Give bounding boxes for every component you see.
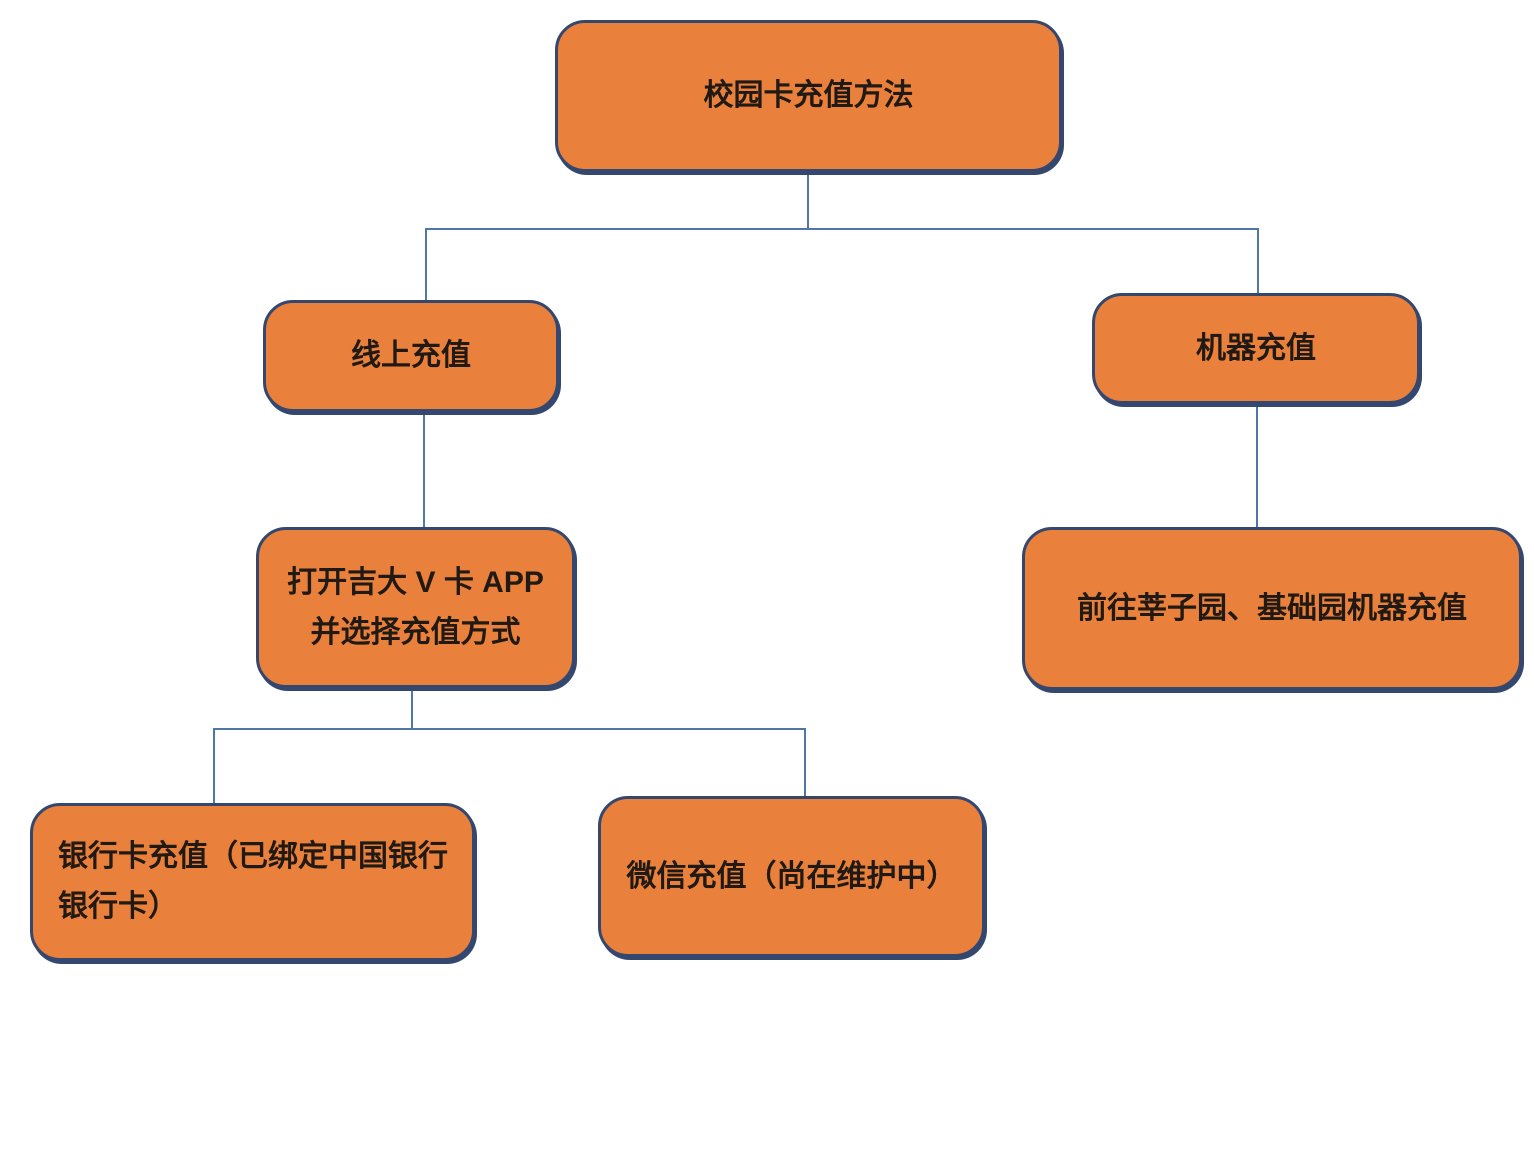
node-label: 打开吉大 V 卡 APP	[287, 565, 544, 599]
connector-to-wechat	[804, 728, 806, 796]
node-label: 线上充值	[351, 339, 471, 372]
node-machine-recharge: 机器充值	[1092, 293, 1420, 404]
connector-root-down	[807, 172, 809, 230]
node-label: 并选择充值方式	[310, 615, 521, 649]
connector-top-horizontal	[425, 228, 1259, 230]
node-wechat-recharge: 微信充值（尚在维护中）	[598, 796, 985, 957]
node-label: 银行卡）	[58, 890, 178, 923]
node-label: 银行卡充值（已绑定中国银行	[58, 840, 448, 873]
node-bank-card-recharge: 银行卡充值（已绑定中国银行 银行卡）	[30, 803, 475, 961]
node-campus-card-recharge-methods: 校园卡充值方法	[555, 20, 1062, 172]
node-machine-recharge-locations: 前往莘子园、基础园机器充值	[1022, 527, 1522, 690]
node-label: 微信充值（尚在维护中）	[626, 859, 957, 893]
connector-to-bank	[213, 728, 215, 803]
connector-machine-to-location	[1256, 404, 1258, 527]
connector-to-machine	[1257, 228, 1259, 293]
node-label: 校园卡充值方法	[703, 79, 914, 112]
connector-to-online	[425, 228, 427, 300]
node-online-recharge: 线上充值	[263, 300, 559, 412]
node-open-jlu-vcard-app: 打开吉大 V 卡 APP 并选择充值方式	[256, 527, 575, 688]
node-label: 机器充值	[1196, 331, 1316, 365]
node-label: 前往莘子园、基础园机器充值	[1077, 591, 1467, 625]
connector-online-to-app	[423, 412, 425, 527]
connector-app-down	[411, 688, 413, 728]
connector-lower-horizontal	[213, 728, 805, 730]
